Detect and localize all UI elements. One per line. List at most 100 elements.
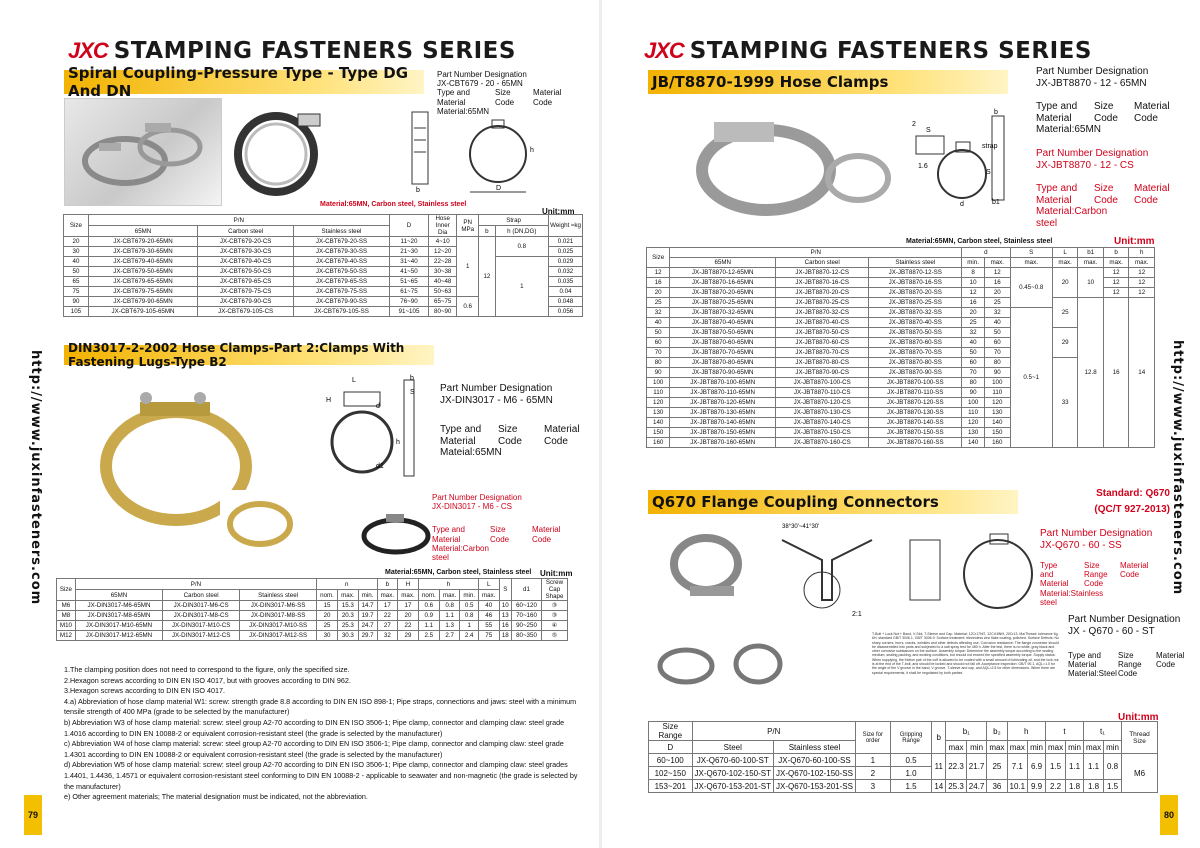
table-cell: JX-JBT8870-16-CS <box>775 277 870 288</box>
table-cell: 32 <box>984 307 1011 318</box>
pn-size-label: Size Code <box>1094 183 1118 206</box>
table-cell: 33 <box>1051 357 1079 448</box>
table-cell: 60 <box>645 337 671 348</box>
table-cell: ③ <box>541 600 568 611</box>
table-cell: 60 <box>984 337 1011 348</box>
table-cell: JX-Q670-153-201-ST <box>691 779 775 793</box>
th-thread: Thread Size <box>1121 721 1158 754</box>
table-cell: JX-CBT679-105-65MN <box>87 306 199 317</box>
table-cell: JX-JBT8870-32-CS <box>775 307 870 318</box>
table-cell: JX-CBT679-90-SS <box>293 296 390 307</box>
table-cell: 30 <box>315 630 339 641</box>
th-strap: Strap <box>478 214 549 226</box>
note-item: c) Abbreviation W4 of hose clamp materia… <box>64 739 564 759</box>
th-ss: Stainless steel <box>868 257 963 268</box>
table-cell: ⑤ <box>541 630 568 641</box>
table-cell: 140 <box>645 417 671 428</box>
pn-material-label: Material Code <box>1134 183 1170 206</box>
pn-code: JX-DIN3017 - M6 - CS <box>432 502 513 512</box>
table-cell: 25 <box>645 297 671 308</box>
table-cell: 16 <box>984 277 1011 288</box>
table-cell: JX-CBT679-30-SS <box>293 246 390 257</box>
th-n: n <box>315 578 378 590</box>
pn-code: JX-Q670 - 60 - SS <box>1040 539 1122 551</box>
din-flat-photo <box>356 500 436 560</box>
table-cell: 13 <box>498 610 512 621</box>
th-ss: Stainless steel <box>773 740 856 754</box>
pn-material-label: Material Code <box>1156 651 1185 670</box>
table-cell: 65~75 <box>428 296 458 307</box>
table-cell: 76~90 <box>388 296 430 307</box>
table-cell: 0.5 <box>889 753 933 767</box>
th-max: max. <box>984 257 1011 268</box>
table-cell: 50 <box>63 266 89 277</box>
table-cell: 50 <box>645 327 671 338</box>
pn-title: Part Number Designation <box>437 70 527 79</box>
table-cell: JX-DIN3017-M8-65MN <box>74 610 164 621</box>
table-cell: 12 <box>984 267 1011 278</box>
section-title-din: DIN3017-2-2002 Hose Clamps-Part 2:Clamps… <box>64 341 434 369</box>
table-cell: JX-JBT8870-50-CS <box>775 327 870 338</box>
table-cell: JX-Q670-153-201-SS <box>773 779 856 793</box>
table-cell: M6 <box>1121 753 1158 793</box>
table-cell: 2.4 <box>459 630 479 641</box>
table-cell: 6.9 <box>1027 753 1046 780</box>
table-cell: JX-JBT8870-90-CS <box>775 367 870 378</box>
q670-section-drawing: 38°30'~41°30'2:1 <box>772 520 882 620</box>
table-cell: JX-JBT8870-90-SS <box>868 367 963 378</box>
th-65mn: 65MN <box>87 225 199 237</box>
table-cell: 18 <box>498 630 512 641</box>
table-cell: 14 <box>1128 297 1155 448</box>
table-cell: 14 <box>931 779 947 793</box>
table-cell: 22.3 <box>945 753 967 780</box>
standard-note: Standard: Q670 (QC/T 927-2013) <box>1010 486 1170 518</box>
pn-code: JX-CBT679 - 20 - 65MN <box>437 79 523 89</box>
table-cell: 25 <box>986 753 1008 780</box>
table-cell: 0.9 <box>417 610 440 621</box>
svg-text:D: D <box>496 185 501 192</box>
table-cell: JX-CBT679-20-CS <box>197 236 295 247</box>
table-cell: 50~63 <box>428 286 458 297</box>
table-cell: JX-JBT8870-140-SS <box>868 417 963 428</box>
table-cell: 22 <box>397 620 419 631</box>
svg-text:L: L <box>352 377 356 384</box>
table-cell: 20 <box>961 307 986 318</box>
table-cell: 1.3 <box>438 620 461 631</box>
page-number: 80 <box>1160 795 1178 835</box>
th-min: min. <box>459 589 479 601</box>
note-item: b) Abbreviation W3 of hose clamp materia… <box>64 717 565 738</box>
th-min: min <box>1065 740 1084 754</box>
material-note: Material:65MN, Carbon steel, Stainless s… <box>906 238 1053 245</box>
table-cell: 0.025 <box>548 246 583 257</box>
table-cell: 0.6 <box>417 600 440 611</box>
table-cell: 90 <box>63 296 89 307</box>
table-cell: 80~350 <box>510 630 543 641</box>
table-cell: 27 <box>376 620 399 631</box>
table-cell: 2 <box>854 766 891 780</box>
q670-small-photo-2 <box>728 636 788 692</box>
table-cell: JX-JBT8870-100-SS <box>868 377 963 388</box>
table-cell: 1.1 <box>1082 753 1105 780</box>
table-cell: JX-DIN3017-M12-SS <box>239 630 317 641</box>
table-cell: JX-Q670-60-100-SS <box>773 753 856 767</box>
table-cell: M10 <box>56 620 76 631</box>
table-cell: JX-JBT8870-110-65MN <box>669 387 777 398</box>
table-cell: 12 <box>1102 277 1130 288</box>
th-H: H <box>397 578 419 590</box>
table-cell: JX-JBT8870-32-SS <box>868 307 963 318</box>
table-cell: 10 <box>1077 267 1104 298</box>
table-cell: JX-JBT8870-130-CS <box>775 407 870 418</box>
table-cell: JX-JBT8870-60-SS <box>868 337 963 348</box>
pn-size-label: Size Code <box>1094 101 1118 124</box>
table-cell: 16 <box>1102 297 1130 448</box>
table-cell: 75 <box>63 286 89 297</box>
